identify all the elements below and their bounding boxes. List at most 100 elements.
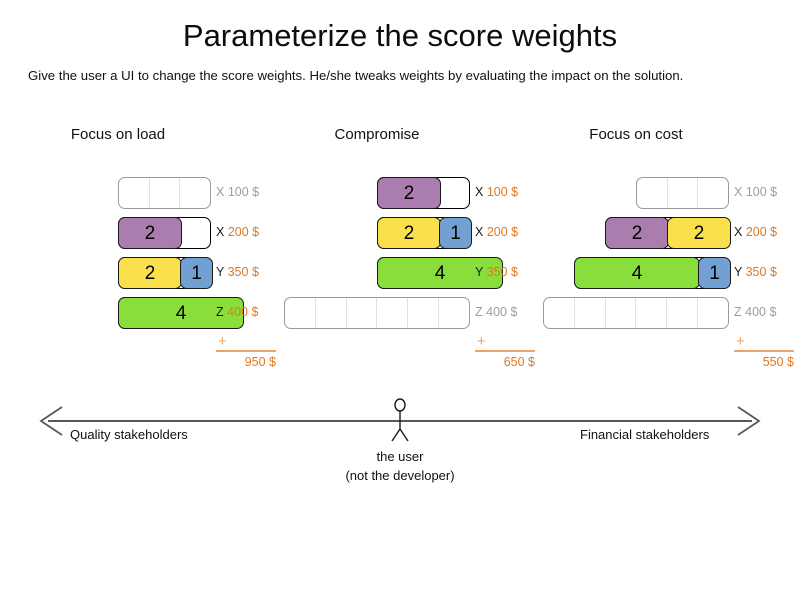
weight-segment-yellow[interactable]: 2 [118, 257, 182, 289]
weight-segment-purple[interactable]: 2 [377, 177, 441, 209]
weight-slider-track[interactable] [284, 297, 470, 329]
row-cost-label: Z 400 $ [475, 305, 517, 319]
sum-total-value: 650 $ [503, 355, 535, 369]
weight-segment-blue[interactable]: 1 [698, 257, 731, 289]
weight-segment-purple[interactable]: 2 [118, 217, 182, 249]
track-cell [285, 298, 316, 328]
row-cost-label: X 100 $ [475, 185, 518, 199]
track-cell [408, 298, 440, 328]
track-cell [544, 298, 575, 328]
weight-segment-yellow[interactable]: 2 [667, 217, 731, 249]
row-key: Z [475, 305, 483, 319]
track-cells [119, 178, 210, 208]
row-key: X [475, 185, 484, 199]
weight-segment-blue[interactable]: 1 [439, 217, 472, 249]
row-key: Z [216, 305, 224, 319]
page-subtitle: Give the user a UI to change the score w… [28, 68, 684, 83]
track-cell [150, 178, 181, 208]
axis-label-left: Quality stakeholders [70, 427, 188, 442]
track-cell [636, 298, 668, 328]
weight-slider-track[interactable]: 2 [118, 217, 211, 249]
weight-slider-track[interactable]: 4 [377, 257, 503, 289]
row-cost-value: 100 $ [745, 185, 778, 199]
track-cell [377, 298, 409, 328]
track-cell [180, 218, 210, 248]
track-cell [119, 178, 150, 208]
stakeholder-spectrum: Quality stakeholders Financial stakehold… [0, 396, 800, 496]
weight-slider-track[interactable] [636, 177, 729, 209]
row-cost-label: X 200 $ [734, 225, 777, 239]
weight-slider-track[interactable]: 4 [118, 297, 244, 329]
sum-total-value: 550 $ [762, 355, 794, 369]
row-cost-value: 200 $ [745, 225, 778, 239]
track-cell [698, 298, 728, 328]
row-cost-label: X 200 $ [216, 225, 259, 239]
weight-row: 2 X 100 $ [284, 174, 548, 214]
sum-plus-sign: + [736, 333, 745, 350]
weight-segment-blue[interactable]: 1 [180, 257, 213, 289]
weight-slider-track[interactable] [118, 177, 211, 209]
row-key: Z [734, 305, 742, 319]
user-stick-figure-icon [385, 396, 415, 451]
weight-slider-track[interactable] [543, 297, 729, 329]
row-cost-label: X 100 $ [734, 185, 777, 199]
track-cell [347, 298, 378, 328]
row-cost-label: Y 350 $ [734, 265, 777, 279]
user-caption-line2: (not the developer) [345, 468, 455, 483]
column-title-focus-on-load: Focus on load [70, 126, 166, 143]
sum-rule [475, 350, 535, 352]
row-cost-value: 200 $ [486, 225, 519, 239]
weight-segment-yellow[interactable]: 2 [377, 217, 441, 249]
track-cells [285, 298, 469, 328]
row-cost-label: Y 350 $ [475, 265, 518, 279]
sum-rule [216, 350, 276, 352]
row-cost-label: Y 350 $ [216, 265, 259, 279]
row-cost-label: Z 400 $ [734, 305, 776, 319]
page-title: Parameterize the score weights [182, 18, 618, 53]
track-cell [439, 298, 469, 328]
track-cell [439, 178, 469, 208]
weight-row: 2 X 200 $ [25, 214, 289, 254]
track-cell [667, 298, 699, 328]
column-total-focus-on-cost: +550 $ [734, 333, 794, 369]
row-cost-value: 200 $ [227, 225, 260, 239]
track-cell [606, 298, 637, 328]
row-cost-value: 400 $ [745, 305, 777, 319]
track-cell [698, 178, 728, 208]
row-key: X [216, 225, 225, 239]
track-cells [544, 298, 728, 328]
sum-plus-sign: + [477, 333, 486, 350]
track-cells [637, 178, 728, 208]
user-caption-line1: the user [376, 449, 424, 464]
column-title-focus-on-cost: Focus on cost [589, 126, 683, 143]
track-cell [668, 178, 699, 208]
weight-segment-green[interactable]: 4 [118, 297, 244, 329]
row-key: X [475, 225, 484, 239]
weight-slider-track[interactable]: 2 [377, 177, 470, 209]
user-caption: the user (not the developer) [0, 447, 800, 485]
column-title-compromise: Compromise [334, 126, 420, 143]
row-cost-value: 350 $ [745, 265, 777, 279]
weight-segment-green[interactable]: 4 [574, 257, 700, 289]
row-cost-label: X 100 $ [216, 185, 259, 199]
weight-segment-green[interactable]: 4 [377, 257, 503, 289]
row-cost-value: 100 $ [486, 185, 519, 199]
sum-rule [734, 350, 794, 352]
row-key: X [216, 185, 225, 199]
row-cost-value: 100 $ [227, 185, 260, 199]
row-cost-value: 350 $ [227, 265, 259, 279]
row-cost-value: 350 $ [486, 265, 518, 279]
sum-plus-sign: + [218, 333, 227, 350]
row-cost-label: X 200 $ [475, 225, 518, 239]
weight-segment-purple[interactable]: 2 [605, 217, 669, 249]
